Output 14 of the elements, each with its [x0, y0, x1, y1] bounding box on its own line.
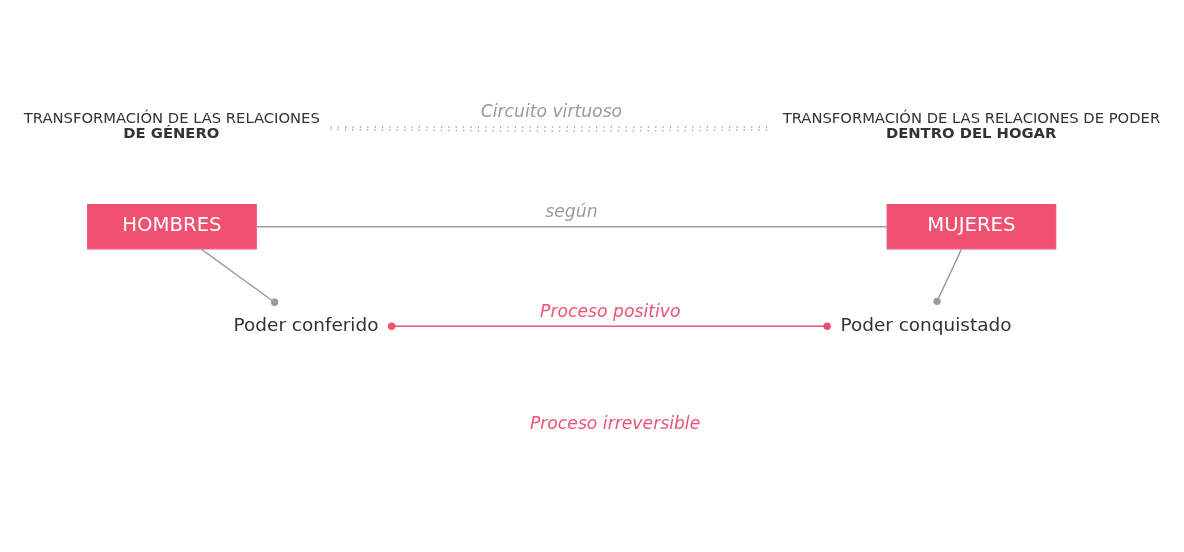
node-text: Poder conferido [233, 313, 379, 335]
edge-label: Proceso positivo [540, 300, 681, 321]
node-box: MUJERES [886, 203, 1057, 249]
node-text: TRANSFORMACIÓN DE LAS RELACIONES DE PODER DENTRO DEL HOGAR [782, 108, 1161, 141]
connector [255, 225, 888, 227]
node-text: Poder conquistado [840, 313, 1012, 335]
node-box: HOMBRES [87, 203, 257, 249]
connector [200, 247, 279, 306]
edge-label: Circuito virtuoso [480, 100, 623, 121]
edge-label: según [545, 200, 598, 221]
label: Proceso irreversible [529, 412, 701, 433]
node-text: TRANSFORMACIÓN DE LAS RELACIONES DE GÉNERO [23, 108, 320, 141]
connector [933, 247, 963, 305]
connector [387, 322, 831, 330]
